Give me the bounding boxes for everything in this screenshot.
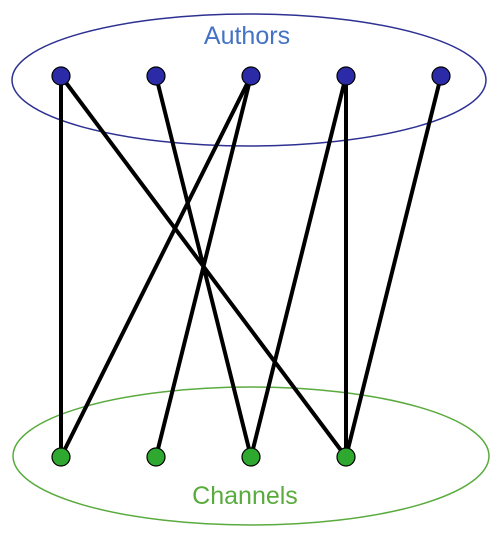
channel-node-C3	[241, 447, 261, 467]
author-node-A4	[336, 66, 356, 86]
authors-group-ellipse	[11, 13, 487, 147]
author-node-A5	[431, 66, 451, 86]
edge-A3-C1	[59, 74, 253, 459]
channel-node-C1	[51, 447, 71, 467]
author-node-A3	[241, 66, 261, 86]
channel-node-C4	[336, 447, 356, 467]
author-node-A2	[146, 66, 166, 86]
edge-A3-C2	[154, 74, 253, 459]
author-node-A1	[51, 66, 71, 86]
channel-node-C2	[146, 447, 166, 467]
edge-A4-C3	[249, 74, 348, 459]
channels-group-ellipse	[12, 386, 490, 526]
authors-label: Authors	[204, 22, 290, 50]
nodes-layer	[51, 66, 451, 467]
edges-layer	[59, 74, 443, 459]
edge-A5-C4	[344, 74, 443, 459]
channels-label: Channels	[192, 482, 298, 510]
